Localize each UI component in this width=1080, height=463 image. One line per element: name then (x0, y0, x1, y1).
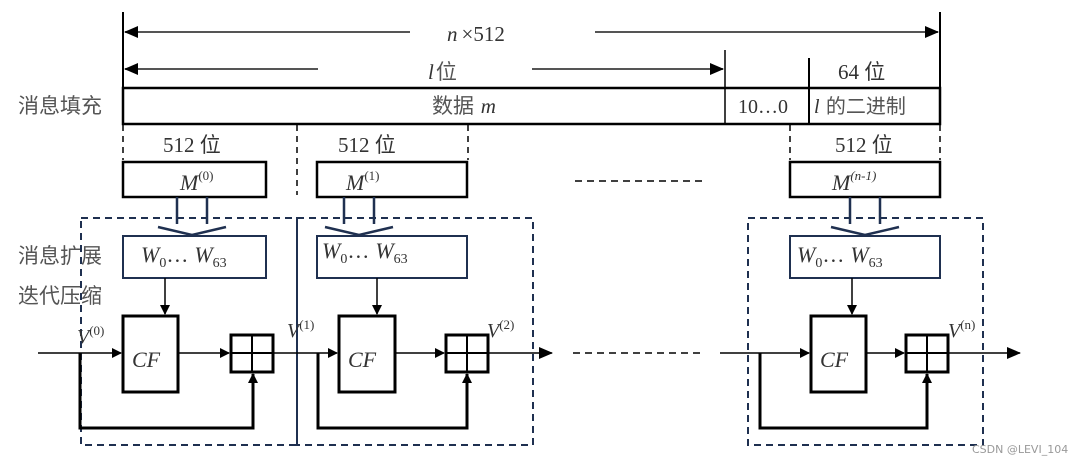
w-box (316, 235, 468, 279)
message-block-label: M(0) (179, 168, 214, 195)
v-out-label: V(2) (487, 317, 514, 342)
row-label-compression: 迭代压缩 (18, 284, 102, 308)
length-field-label: l 的二进制 (814, 94, 906, 118)
round-frame-0 (80, 217, 298, 446)
cf-box (337, 314, 397, 394)
xor-icon (444, 333, 490, 374)
message-block-box (121, 160, 268, 199)
message-block-box (788, 160, 942, 199)
block-separators (122, 125, 941, 195)
dimension-total: n×512 (122, 12, 941, 87)
v-out-label: V(1) (287, 317, 314, 342)
watermark: CSDN @LEVI_104 (972, 443, 1068, 456)
cf-label: CF (348, 347, 377, 372)
expand-arrow-icon (157, 197, 227, 237)
cf-box (121, 314, 180, 394)
row-label-expansion: 消息扩展 (18, 244, 102, 268)
block-n-1: 512 位 M(n-1) W0…W63 (788, 133, 942, 279)
w-box (122, 235, 267, 279)
compression-0: CF V(0) V(1) (38, 278, 319, 430)
xor-icon (904, 333, 950, 374)
w-range-label: W0…W63 (322, 238, 408, 267)
message-block-box (315, 160, 469, 199)
cf-label: CF (132, 347, 161, 372)
pad-bits-label: 10…0 (738, 96, 788, 118)
v-out-label: V(n) (948, 317, 975, 342)
label-total-length: n×512 (447, 22, 505, 46)
block-size-label: 512 位 (163, 133, 221, 157)
row-label-padding: 消息填充 (18, 94, 102, 118)
compression-1: CF V(2) (316, 278, 553, 430)
label-data-length: l位 (428, 60, 457, 84)
padding-bar: 数据 m 10…0 l 的二进制 (121, 86, 942, 126)
compression-n-1: CF V(n) (720, 278, 1021, 430)
w-range-label: W0…W63 (797, 242, 883, 271)
message-block-label: M(n-1) (831, 168, 876, 195)
label-length-field-size: 64 位 (838, 60, 885, 84)
data-field-label: 数据 m (432, 94, 496, 118)
expand-arrow-icon (830, 197, 900, 237)
block-size-label: 512 位 (835, 133, 893, 157)
w-range-label: W0…W63 (141, 242, 227, 271)
round-frame-1 (296, 217, 534, 446)
block-0: 512 位 M(0) W0…W63 (121, 133, 268, 279)
w-box (789, 235, 941, 279)
dimension-data: l位 64 位 (124, 50, 885, 87)
xor-icon (229, 333, 275, 374)
round-frame-n-1 (747, 217, 984, 446)
cf-label: CF (820, 347, 849, 372)
block-size-label: 512 位 (338, 133, 396, 157)
expand-arrow-icon (324, 197, 394, 237)
cf-box (809, 314, 868, 394)
v-in-label: V(0) (77, 323, 104, 348)
message-block-label: M(1) (345, 168, 380, 195)
round-frames (80, 217, 984, 446)
block-1: 512 位 M(1) W0…W63 (315, 133, 469, 279)
